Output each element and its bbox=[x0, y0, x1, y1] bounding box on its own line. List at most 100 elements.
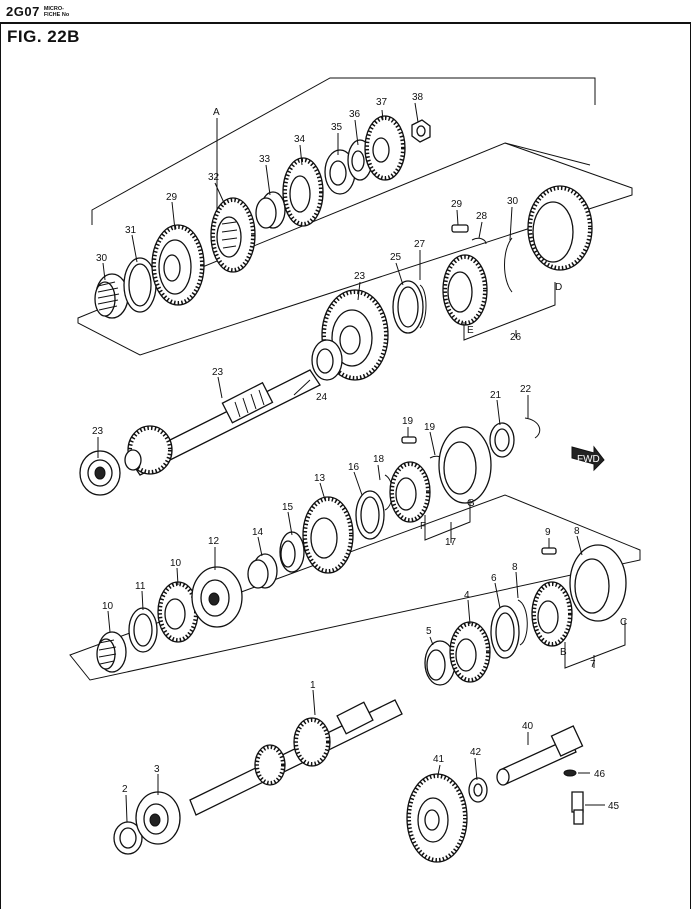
callout-12: 11 bbox=[135, 581, 146, 592]
leader-lines bbox=[97, 102, 605, 823]
sleeve-D bbox=[527, 185, 593, 271]
callout-32: 29 bbox=[166, 192, 178, 203]
spring-31 bbox=[504, 237, 513, 293]
group-label-b: B bbox=[560, 647, 567, 658]
key-20 bbox=[401, 436, 417, 444]
callout-37: 34 bbox=[294, 134, 306, 145]
sleeve-G bbox=[438, 426, 492, 504]
gear-35 bbox=[210, 197, 256, 273]
callout-39: 36 bbox=[349, 109, 361, 120]
gear-37 bbox=[282, 157, 324, 227]
callout-28: 26 bbox=[510, 332, 522, 343]
gear-4 bbox=[449, 621, 491, 683]
callout-23: 23 bbox=[212, 367, 224, 378]
nut-41 bbox=[411, 119, 431, 143]
callout-9: 9 bbox=[545, 527, 551, 538]
input-shaft-1 bbox=[113, 699, 403, 855]
callout-11: 10 bbox=[102, 601, 114, 612]
callout-31: 30 bbox=[507, 196, 519, 207]
sync-group-28 bbox=[321, 185, 593, 381]
page-header: 2G07 MICRO- FICHE No bbox=[6, 4, 69, 19]
hub-F bbox=[389, 461, 431, 523]
ring-27 bbox=[392, 280, 424, 334]
callout-46: 46 bbox=[594, 769, 606, 780]
callout-30: 29 bbox=[451, 199, 463, 210]
mainshaft-23 bbox=[79, 339, 343, 496]
key-9 bbox=[541, 547, 557, 555]
callout-29b: 28 bbox=[476, 211, 488, 222]
clip-8a bbox=[517, 599, 528, 646]
callout-40: 37 bbox=[376, 97, 388, 108]
callout-42: 40 bbox=[522, 721, 534, 732]
callout-18: 17 bbox=[445, 537, 457, 548]
reverse-parts bbox=[424, 544, 627, 686]
callout-34: 31 bbox=[125, 225, 137, 236]
bushing-15 bbox=[247, 553, 278, 589]
callout-22: 22 bbox=[520, 384, 532, 395]
callout-45: 45 bbox=[608, 801, 620, 812]
reverse-idler-group bbox=[406, 725, 584, 863]
diagram-code: 2G07 bbox=[6, 4, 40, 19]
group-label-c: C bbox=[620, 617, 627, 628]
callout-25: 23 bbox=[354, 271, 366, 282]
callout-44: 42 bbox=[470, 747, 482, 758]
callout-labels: A 38 37 36 35 34 33 32 29 31 30 29 28 30… bbox=[92, 92, 627, 812]
second-group-parts bbox=[96, 417, 541, 673]
callout-4: 4 bbox=[464, 590, 470, 601]
countershaft-parts bbox=[94, 115, 431, 319]
callout-26: 24 bbox=[316, 392, 328, 403]
clip-29a bbox=[419, 284, 427, 329]
callout-10: 10 bbox=[170, 558, 182, 569]
circlip-22 bbox=[524, 417, 541, 439]
needle-16 bbox=[279, 531, 305, 573]
callout-43: 41 bbox=[433, 754, 445, 765]
panel-countershaft bbox=[77, 77, 633, 356]
callout-14: 13 bbox=[314, 473, 326, 484]
group-label-e: E bbox=[467, 325, 474, 336]
callout-41: 38 bbox=[412, 92, 424, 103]
callout-38: 35 bbox=[331, 122, 343, 133]
callout-33: 30 bbox=[96, 253, 108, 264]
callout-15: 14 bbox=[252, 527, 264, 538]
callout-29a: 27 bbox=[414, 239, 426, 250]
fwd-arrow: FWD bbox=[571, 445, 605, 472]
callout-19b: 19 bbox=[424, 422, 436, 433]
ring-12 bbox=[128, 607, 158, 653]
callout-7: 7 bbox=[590, 659, 596, 670]
callout-5: 5 bbox=[426, 626, 432, 637]
callout-36: 33 bbox=[259, 154, 271, 165]
washer-46 bbox=[563, 769, 577, 777]
page-frame bbox=[0, 22, 691, 909]
ring-17 bbox=[355, 490, 385, 540]
callout-3: 3 bbox=[154, 764, 160, 775]
gear-25 bbox=[321, 289, 389, 381]
callout-16: 15 bbox=[282, 502, 294, 513]
bolt-45 bbox=[571, 791, 584, 825]
callout-17: 16 bbox=[348, 462, 360, 473]
callout-20: 19 bbox=[402, 416, 414, 427]
callout-19a: 18 bbox=[373, 454, 385, 465]
callout-1: 1 bbox=[310, 680, 316, 691]
callout-13: 12 bbox=[208, 536, 220, 547]
callout-8a: 8 bbox=[512, 562, 518, 573]
gear-40 bbox=[364, 115, 406, 181]
callout-8b: 8 bbox=[574, 526, 580, 537]
panel-second-group bbox=[69, 494, 641, 681]
group-label-a: A bbox=[213, 107, 220, 118]
callout-2: 2 bbox=[122, 784, 128, 795]
ring-34 bbox=[123, 257, 157, 313]
key-30 bbox=[451, 224, 469, 233]
callout-24: 23 bbox=[92, 426, 104, 437]
bearing-13 bbox=[191, 566, 243, 628]
group-label-f: F bbox=[420, 521, 426, 532]
clip-29b bbox=[471, 237, 487, 245]
hub-B bbox=[531, 581, 573, 647]
callout-6: 6 bbox=[491, 573, 497, 584]
spacer-36 bbox=[255, 191, 286, 229]
sleeve-C bbox=[569, 544, 627, 622]
callout-35: 32 bbox=[208, 172, 220, 183]
ring-6 bbox=[490, 605, 520, 659]
hub-sleeve bbox=[442, 254, 488, 326]
gear-32 bbox=[151, 224, 205, 306]
